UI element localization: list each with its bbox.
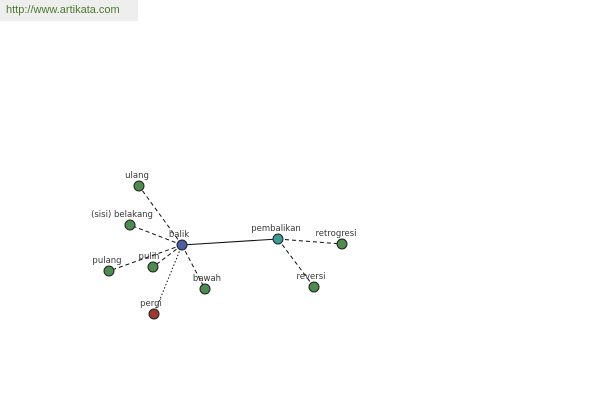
node-dot-ulang[interactable] [133,180,145,192]
node-dot-bawah[interactable] [199,283,211,295]
node-label-belakang[interactable]: (sisi) belakang [91,210,153,220]
node-dot-balik[interactable] [176,239,188,251]
node-dot-retrogresi[interactable] [336,238,348,250]
node-dot-pembalikan[interactable] [272,233,284,245]
edge-balik-pulih [152,244,183,268]
edge-balik-belakang [129,224,183,246]
node-label-pulang[interactable]: pulang [92,256,121,266]
node-pergi[interactable]: pergi [140,299,162,320]
graph-nodes: balik pembalikan retrogresi reversi ulang (si… [91,171,357,320]
edge-pembalikan-retrogresi [277,238,343,245]
node-label-pulih[interactable]: pulih [139,252,160,262]
node-label-bawah[interactable]: bawah [193,274,221,284]
node-label-balik[interactable]: balik [169,230,189,240]
node-balik[interactable]: balik [169,230,189,251]
node-label-retrogresi[interactable]: retrogresi [315,229,356,239]
node-belakang[interactable]: (sisi) belakang [91,210,153,231]
node-dot-belakang[interactable] [124,219,136,231]
node-pembalikan[interactable]: pembalikan [251,224,301,245]
node-dot-pulih[interactable] [147,261,159,273]
watermark-url: http://www.artikata.com [0,0,138,21]
node-label-pergi[interactable]: pergi [140,299,162,309]
node-ulang[interactable]: ulang [125,171,149,192]
edge-pembalikan-reversi [277,238,315,288]
graph-edges [108,185,343,315]
edge-balik-ulang [138,185,183,246]
edge-balik-pembalikan [181,238,279,246]
node-reversi[interactable]: reversi [296,272,326,293]
node-label-ulang[interactable]: ulang [125,171,149,181]
node-pulang[interactable]: pulang [92,256,122,277]
node-dot-pergi[interactable] [148,308,160,320]
node-bawah[interactable]: bawah [193,274,221,295]
node-retrogresi[interactable]: retrogresi [315,229,357,250]
edge-balik-bawah [181,244,206,290]
node-dot-pulang[interactable] [103,265,115,277]
node-label-pembalikan[interactable]: pembalikan [251,224,301,234]
node-label-reversi[interactable]: reversi [296,272,325,282]
node-pulih[interactable]: pulih [139,252,160,273]
edge-balik-pulang [108,244,183,272]
node-dot-reversi[interactable] [308,281,320,293]
